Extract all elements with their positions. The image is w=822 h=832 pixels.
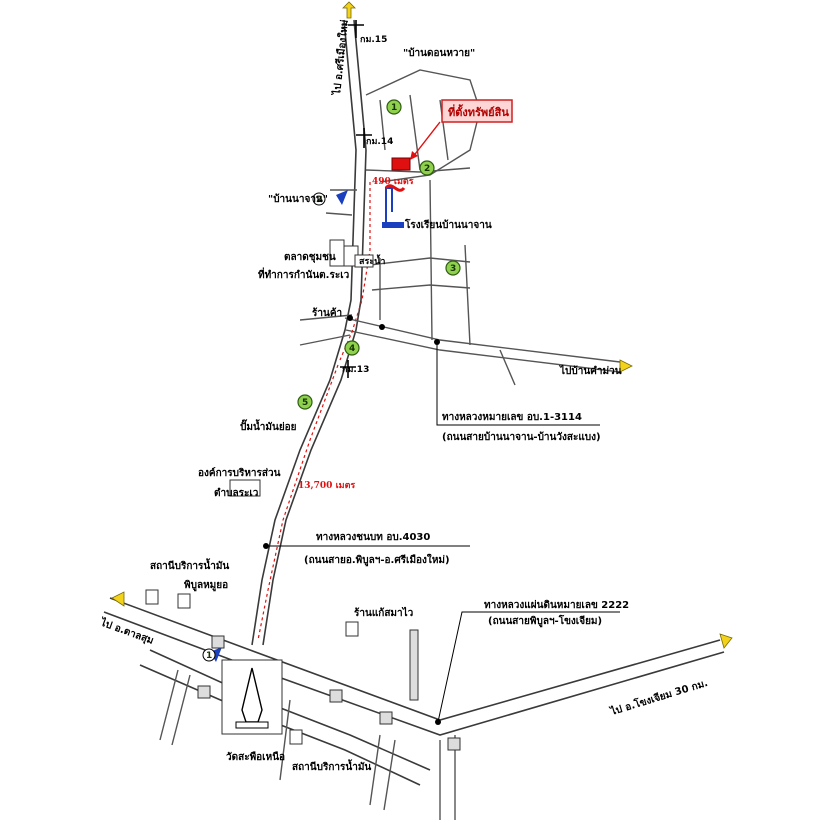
label-gas-station-top: สถานีบริการน้ำมัน — [150, 558, 229, 572]
marker-3 — [445, 260, 461, 276]
road-2222-name: ทางหลวงแผ่นดินหมายเลข 2222 — [484, 599, 629, 611]
school-flag-icon — [382, 184, 406, 228]
property-title — [441, 99, 513, 123]
distance-far: 13,700 เมตร — [298, 481, 355, 491]
main-road — [251, 19, 367, 646]
marker-2-label: 2 — [424, 164, 430, 174]
temple-icon — [221, 659, 283, 735]
marker-3-label: 3 — [450, 264, 456, 274]
label-tao-line2: ตำบลระเว — [214, 487, 259, 499]
label-phibun-mayom: พิบูลหมูยอ — [184, 579, 228, 592]
marker-4-label: 4 — [349, 344, 355, 354]
road-4030-desc: (ถนนสายอ.พิบูลฯ-อ.ศรีเมืองใหม่) — [304, 553, 450, 567]
marker-1 — [386, 99, 402, 115]
label-pump: ปั๊มน้ำมันย่อย — [240, 419, 297, 433]
place-boxes — [145, 239, 461, 751]
property-title-text: ที่ตั้งทรัพย์สิน — [448, 104, 509, 119]
label-sa-nam: สระน้ำ — [359, 254, 385, 267]
km-crosses — [340, 20, 372, 378]
village-roads — [299, 69, 621, 386]
route-marker-2-label: 2 — [316, 195, 322, 205]
route-marker-1-label: 1 — [206, 651, 212, 661]
road-3114-name: ทางหลวงหมายเลข อบ.1-3114 — [442, 412, 582, 423]
property-marker — [391, 121, 441, 171]
road-4030-name: ทางหลวงชนบท อบ.4030 — [316, 532, 430, 543]
marker-5 — [297, 394, 313, 410]
marker-2 — [419, 160, 435, 176]
label-ban-na-chan: "บ้านนาจาน" — [268, 193, 328, 205]
km15-label: กม.15 — [360, 35, 387, 45]
leader-lines — [266, 342, 620, 723]
distance-route — [257, 182, 371, 641]
label-tao-line1: องค์การบริหารส่วน — [198, 467, 281, 479]
road-3114-desc: (ถนนสายบ้านนาจาน-บ้านวังสะแบง) — [442, 431, 601, 443]
marker-4 — [344, 340, 360, 356]
distance-near: 490 เมตร — [372, 177, 414, 187]
numbered-markers — [297, 99, 461, 410]
direction-arrows — [111, 1, 733, 649]
route-markers — [202, 190, 348, 662]
dir-khong-chiam: ไป อ.โขงเจียม 30 กม. — [608, 676, 709, 718]
marker-1-label: 1 — [391, 103, 397, 113]
label-gas-station-bottom: สถานีบริการน้ำมัน — [292, 759, 371, 773]
label-ban-don-wai: "บ้านดอนหวาย" — [403, 47, 475, 59]
dir-ban-kham-man: ไปบ้านคำม่วน — [559, 364, 622, 377]
km14-label: กม.14 — [366, 137, 393, 147]
km13-label: กม.13 — [342, 365, 369, 375]
label-school: โรงเรียนบ้านนาจาน — [404, 218, 492, 231]
label-wat: วัดสะพือเหนือ — [226, 751, 285, 763]
label-ran-kha: ร้านค้า — [312, 307, 342, 319]
label-kamnan-office: ที่ทำการกำนันต.ระเว — [258, 267, 350, 281]
marker-5-label: 5 — [302, 398, 308, 408]
label-talat-chumchon: ตลาดชุมชน — [284, 252, 336, 263]
road-2222-desc: (ถนนสายพิบูลฯ-โขงเจียม) — [488, 614, 602, 628]
label-ran-kaeo: ร้านแก้สมาไว — [354, 606, 414, 619]
